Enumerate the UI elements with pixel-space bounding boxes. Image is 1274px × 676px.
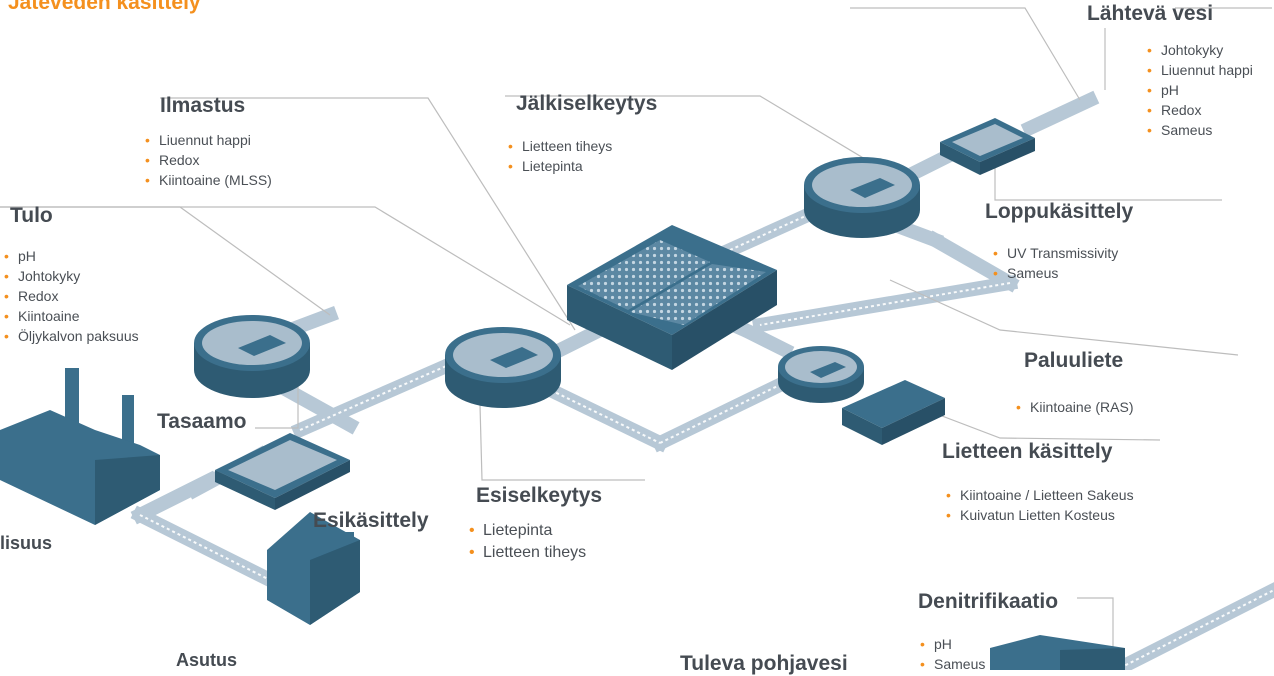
label-loppukasittely: Loppukäsittely: [985, 200, 1134, 223]
label-paluuliete: Paluuliete: [1024, 349, 1124, 372]
pipe-highlights: [139, 204, 1274, 669]
leader-lines: [0, 7, 1272, 648]
label-esikasittely: Esikäsittely: [313, 509, 429, 532]
list-jalkiselkeytys: Lietteen tiheys Lietepinta: [508, 136, 612, 176]
label-tuleva-pohjavesi: Tuleva pohjavesi: [680, 652, 848, 675]
list-item: Redox: [1147, 100, 1253, 120]
list-item: Sameus: [1147, 120, 1253, 140]
list-ilmastus: Liuennut happi Redox Kiintoaine (MLSS): [145, 130, 272, 190]
label-esiselkeytys: Esiselkeytys: [476, 484, 603, 507]
label-denitrifikaatio: Denitrifikaatio: [918, 590, 1059, 613]
list-loppukasittely: UV Transmissivity Sameus: [993, 243, 1118, 283]
list-item: Johtokyky: [1147, 40, 1253, 60]
list-item: Kiintoaine: [4, 306, 139, 326]
denitrification-tank: [990, 635, 1125, 670]
list-lietteen-kasittely: Kiintoaine / Lietteen Sakeus Kuivatun Li…: [946, 485, 1134, 525]
list-esiselkeytys: Lietepinta Lietteen tiheys: [469, 520, 586, 564]
sludge-treatment-unit: [842, 380, 945, 445]
list-item: Kiintoaine (RAS): [1016, 397, 1134, 417]
factory-building: [0, 368, 160, 525]
label-asutus: Asutus: [176, 650, 238, 670]
list-item: Liuennut happi: [1147, 60, 1253, 80]
label-lahteva-vesi: Lähtevä vesi: [1087, 2, 1214, 25]
list-item: pH: [1147, 80, 1253, 100]
list-tulo: pH Johtokyky Redox Kiintoaine Öljykalvon…: [4, 246, 139, 346]
equalization-tank: [194, 315, 310, 398]
list-lahteva-vesi: Johtokyky Liuennut happi pH Redox Sameus: [1147, 40, 1253, 140]
list-item: Öljykalvon paksuus: [4, 326, 139, 346]
uv-unit: [940, 118, 1035, 175]
list-item: Sameus: [993, 263, 1118, 283]
label-ilmastus: Ilmastus: [160, 94, 246, 117]
pipe: [1020, 90, 1100, 138]
list-denitrifikaatio: pH Sameus: [920, 634, 985, 674]
secondary-clarifier: [804, 157, 920, 238]
aeration-basin: [567, 225, 777, 370]
list-item: Liuennut happi: [145, 130, 272, 150]
return-sludge-tank: [778, 346, 864, 403]
list-item: Kiintoaine / Lietteen Sakeus: [946, 485, 1134, 505]
primary-clarifier: [445, 327, 561, 408]
label-tulo: Tulo: [10, 204, 53, 227]
label-lietteen-kasittely: Lietteen käsittely: [942, 440, 1113, 463]
label-teollisuus: lisuus: [0, 533, 53, 553]
list-item: Lietepinta: [508, 156, 612, 176]
list-item: pH: [920, 634, 985, 654]
list-paluuliete: Kiintoaine (RAS): [1016, 397, 1134, 417]
list-item: Sameus: [920, 654, 985, 674]
house-building: [267, 512, 360, 625]
list-item: pH: [4, 246, 139, 266]
pipe: [735, 320, 795, 360]
label-tasaamo: Tasaamo: [157, 410, 247, 433]
list-item: Redox: [145, 150, 272, 170]
list-item: Lietteen tiheys: [469, 542, 586, 564]
label-jalkiselkeytys: Jälkiselkeytys: [516, 92, 658, 115]
list-item: Johtokyky: [4, 266, 139, 286]
list-item: UV Transmissivity: [993, 243, 1118, 263]
list-item: Kiintoaine (MLSS): [145, 170, 272, 190]
page-title: Jäteveden käsittely: [8, 0, 201, 14]
list-item: Redox: [4, 286, 139, 306]
pretreatment-basin: [215, 433, 350, 510]
list-item: Lietteen tiheys: [508, 136, 612, 156]
list-item: Kuivatun Lietten Kosteus: [946, 505, 1134, 525]
list-item: Lietepinta: [469, 520, 586, 542]
